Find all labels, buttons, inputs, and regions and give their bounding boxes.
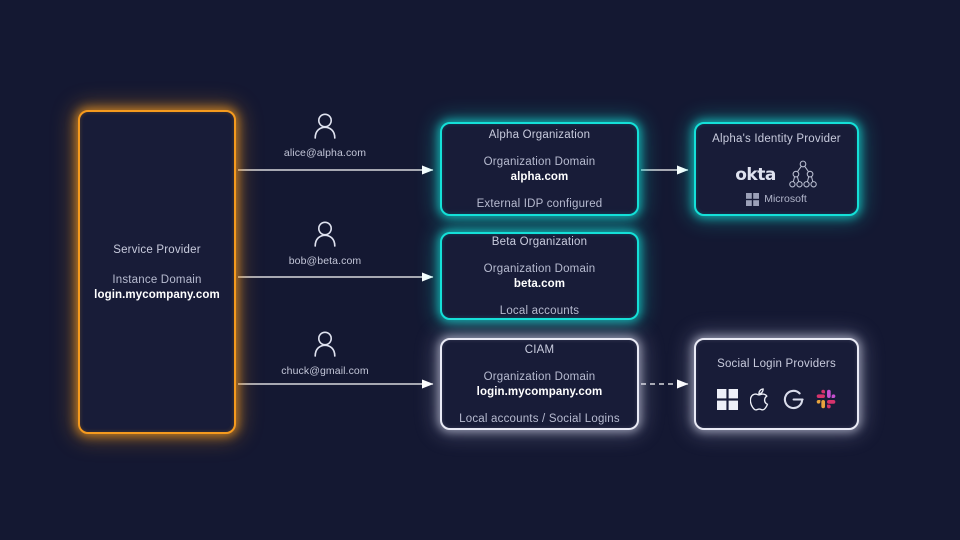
microsoft-logo: Microsoft — [746, 192, 807, 206]
org-beta-auth-mode: Local accounts — [499, 304, 580, 317]
org-beta-domain-label: Organization Domain — [483, 262, 596, 275]
org-alpha-auth-mode: External IDP configured — [476, 197, 603, 210]
idp-logo-row: okta — [735, 160, 818, 190]
org-beta-title: Beta Organization — [491, 235, 588, 248]
org-beta-domain-value: beta.com — [513, 277, 566, 290]
apple-icon — [749, 387, 768, 411]
instance-domain-value: login.mycompany.com — [94, 288, 220, 301]
org-ciam-domain-label: Organization Domain — [483, 370, 596, 383]
org-alpha-domain-value: alpha.com — [510, 170, 569, 183]
person-icon — [314, 221, 336, 247]
service-provider-box[interactable]: Service Provider Instance Domain login.m… — [78, 110, 236, 434]
org-ciam-domain-value: login.mycompany.com — [476, 385, 603, 398]
social-providers-box[interactable]: Social Login Providers — [694, 338, 859, 430]
org-ciam-box[interactable]: CIAM Organization Domain login.mycompany… — [440, 338, 639, 430]
user-alice-email: alice@alpha.com — [283, 147, 367, 159]
social-providers-title: Social Login Providers — [717, 357, 836, 370]
slack-icon — [816, 389, 835, 408]
identity-provider-box[interactable]: Alpha's Identity Provider okta — [694, 122, 859, 216]
okta-logo: okta — [735, 164, 776, 185]
social-logo-row — [716, 387, 837, 411]
org-alpha-box[interactable]: Alpha Organization Organization Domain a… — [440, 122, 639, 216]
user-chuck[interactable]: chuck@gmail.com — [255, 330, 395, 377]
org-ciam-title: CIAM — [524, 343, 555, 356]
instance-domain-label: Instance Domain — [112, 273, 202, 286]
google-icon — [783, 389, 804, 409]
microsoft-label: Microsoft — [764, 193, 807, 205]
org-alpha-domain-label: Organization Domain — [483, 155, 596, 168]
microsoft-icon — [716, 388, 738, 410]
user-chuck-email: chuck@gmail.com — [281, 365, 369, 377]
service-provider-title: Service Provider — [113, 243, 201, 256]
org-beta-box[interactable]: Beta Organization Organization Domain be… — [440, 232, 639, 320]
org-ciam-auth-mode: Local accounts / Social Logins — [459, 412, 620, 425]
identity-provider-title: Alpha's Identity Provider — [712, 132, 841, 145]
person-icon — [314, 113, 336, 139]
org-alpha-title: Alpha Organization — [488, 128, 591, 141]
microsoft-icon — [746, 192, 760, 206]
ldap-tree-icon — [789, 160, 817, 187]
person-icon — [314, 331, 336, 357]
user-bob-email: bob@beta.com — [288, 255, 362, 267]
user-alice[interactable]: alice@alpha.com — [255, 112, 395, 159]
user-bob[interactable]: bob@beta.com — [255, 220, 395, 267]
